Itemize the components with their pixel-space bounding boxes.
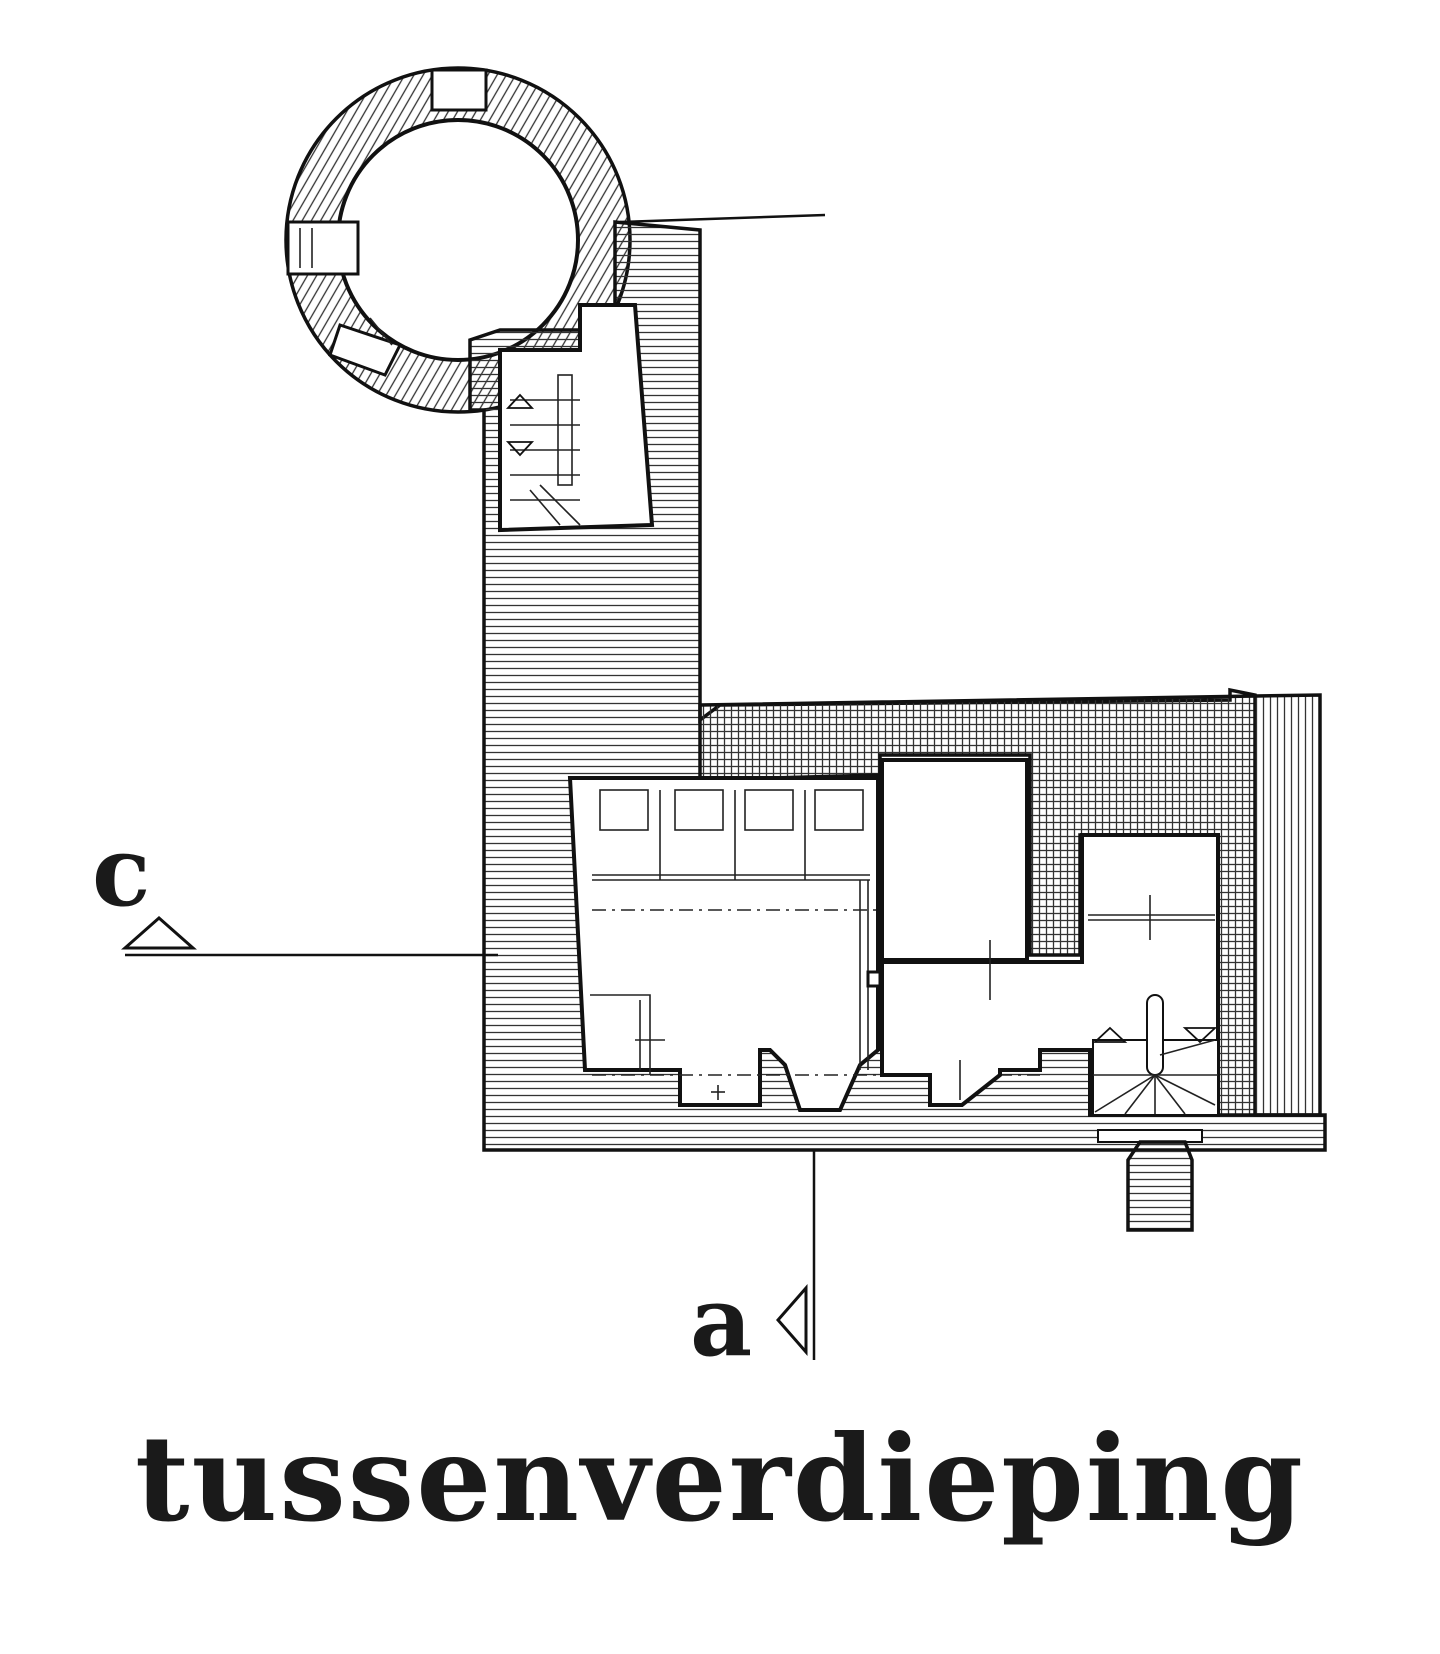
drawing-title: tussenverdieping — [135, 1409, 1305, 1548]
middle-room — [859, 758, 1029, 1070]
section-label-c: c — [92, 815, 150, 928]
main-room — [567, 776, 1040, 1112]
boundary-line — [619, 213, 826, 224]
section-marker-c: c — [92, 815, 498, 957]
upper-stair-room — [498, 303, 655, 533]
round-tower — [284, 66, 632, 414]
section-label-a: a — [690, 1265, 752, 1378]
section-marker-a: a — [690, 1150, 816, 1378]
spiral-stair — [1092, 994, 1219, 1232]
